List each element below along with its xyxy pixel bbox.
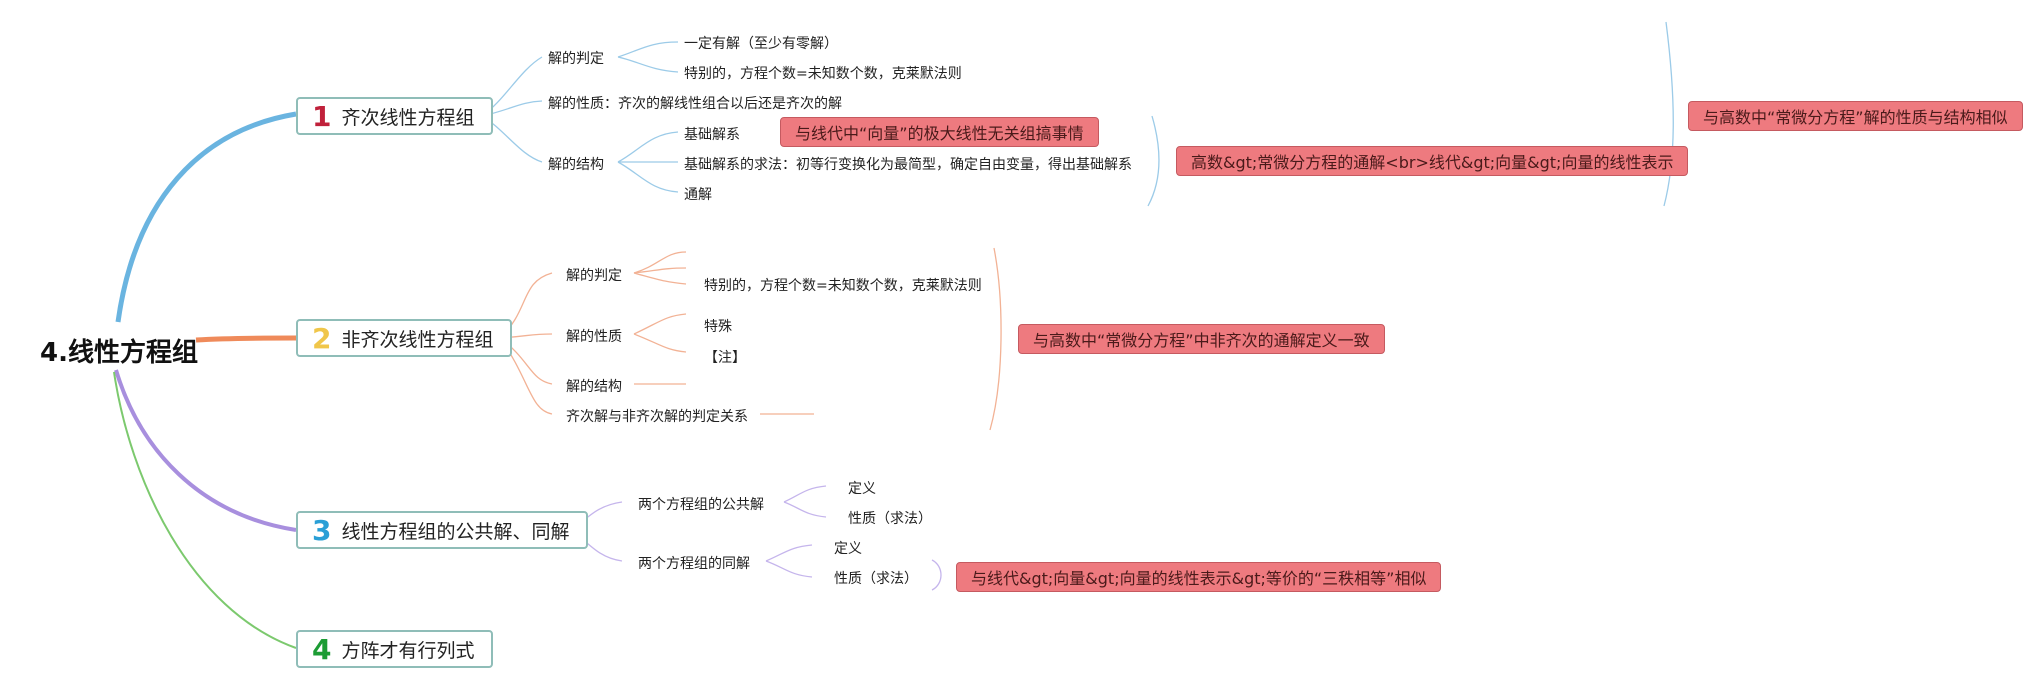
b2-special[interactable]: 特殊 — [704, 319, 732, 335]
branch-number: 2 — [312, 321, 332, 355]
b2-judge[interactable]: 解的判定 — [566, 268, 622, 284]
link-root-b1 — [115, 111, 297, 323]
b1-judge[interactable]: 解的判定 — [548, 51, 604, 67]
b3-common[interactable]: 两个方程组的公共解 — [638, 497, 764, 513]
note-ode-structure[interactable]: 与高数中“常微分方程”解的性质与结构相似 — [1688, 101, 2023, 131]
branch-common-solution[interactable]: 3 线性方程组的公共解、同解 — [296, 511, 588, 549]
b2-note[interactable]: 【注】 — [704, 350, 746, 366]
branch-label: 线性方程组的公共解、同解 — [341, 520, 570, 543]
branch-number: 4 — [312, 632, 332, 666]
b2-structure[interactable]: 解的结构 — [566, 379, 622, 395]
note-vector[interactable]: 与线代中“向量”的极大线性无关组搞事情 — [780, 117, 1099, 147]
branch-number: 3 — [312, 513, 332, 547]
b1-basis[interactable]: 基础解系 — [684, 127, 740, 143]
branch-number: 1 — [312, 99, 332, 133]
b2-property[interactable]: 解的性质 — [566, 329, 622, 345]
b3-common-prop[interactable]: 性质（求法） — [848, 511, 932, 527]
root-topic[interactable]: 4.线性方程组 — [40, 338, 198, 368]
b1-basis-method[interactable]: 基础解系的求法：初等行变换化为最简型，确定自由变量，得出基础解系 — [684, 157, 1132, 173]
branch-determinant[interactable]: 4 方阵才有行列式 — [296, 630, 493, 668]
b2-judge-b[interactable]: 特别的，方程个数=未知数个数，克莱默法则 — [704, 278, 982, 294]
b2-relation[interactable]: 齐次解与非齐次解的判定关系 — [566, 409, 748, 425]
b1-property[interactable]: 解的性质：齐次的解线性组合以后还是齐次的解 — [548, 96, 842, 112]
b1-judge-b[interactable]: 特别的，方程个数=未知数个数，克莱默法则 — [684, 66, 962, 82]
branch-nonhomogeneous[interactable]: 2 非齐次线性方程组 — [296, 319, 512, 357]
link-root-b4 — [113, 371, 297, 649]
branch-homogeneous[interactable]: 1 齐次线性方程组 — [296, 97, 493, 135]
b1-general[interactable]: 通解 — [684, 187, 712, 203]
link-root-b3 — [114, 369, 297, 532]
b3-same-prop[interactable]: 性质（求法） — [834, 571, 918, 587]
note-three-ranks[interactable]: 与线代&gt;向量&gt;向量的线性表示&gt;等价的“三秩相等”相似 — [956, 562, 1442, 592]
note-ode-nonhomogeneous[interactable]: 与高数中“常微分方程”中非齐次的通解定义一致 — [1018, 324, 1385, 354]
branch-label: 齐次线性方程组 — [341, 106, 475, 129]
note-ode-vector[interactable]: 高数&gt;常微分方程的通解<br>线代&gt;向量&gt;向量的线性表示 — [1176, 146, 1689, 176]
b3-common-def[interactable]: 定义 — [848, 481, 876, 497]
branch-label: 非齐次线性方程组 — [341, 328, 494, 351]
b1-judge-a[interactable]: 一定有解（至少有零解） — [684, 36, 838, 52]
b3-same-def[interactable]: 定义 — [834, 541, 862, 557]
branch-label: 方阵才有行列式 — [341, 639, 475, 662]
b1-structure[interactable]: 解的结构 — [548, 157, 604, 173]
link-root-b2 — [195, 335, 297, 343]
b3-same[interactable]: 两个方程组的同解 — [638, 556, 750, 572]
